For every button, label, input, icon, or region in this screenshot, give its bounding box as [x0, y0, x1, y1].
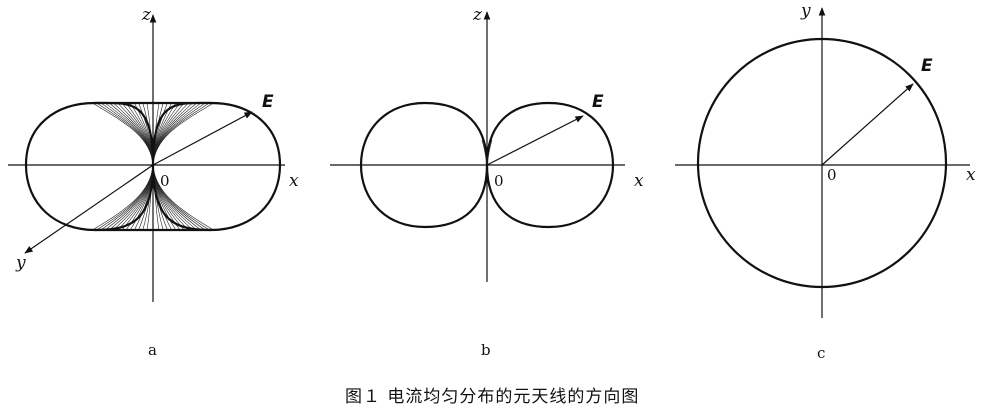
- panel-b-field-vector: [486, 115, 584, 166]
- panel-b-origin-label: 0: [494, 172, 504, 190]
- panel-c-field-vector: [821, 83, 914, 166]
- panel-b-x-label: x: [634, 171, 644, 191]
- panel-c-label: c: [817, 344, 825, 362]
- panel-b-z-label: z: [472, 5, 483, 25]
- panel-a-x-label: x: [289, 171, 299, 191]
- panel-b-label: b: [481, 341, 491, 359]
- panel-a-hatch-line: [92, 164, 154, 231]
- panel-b: z x 0 E b: [330, 5, 644, 359]
- panel-a-z-label: z: [141, 5, 152, 25]
- panel-a: z x y 0 E a: [8, 5, 299, 359]
- panel-a-hatch-line: [152, 102, 193, 166]
- panel-a-hatch-line: [152, 164, 214, 231]
- panel-a-field-label: E: [262, 92, 274, 112]
- panel-a-label: a: [148, 341, 157, 359]
- panel-c-origin-label: 0: [827, 166, 837, 184]
- panel-a-y-label: y: [15, 253, 26, 273]
- panel-c-circle: [696, 37, 948, 289]
- panel-b-left-lobe: [359, 101, 489, 229]
- panel-a-hatch-line: [152, 102, 214, 166]
- panel-a-hatch-line: [113, 102, 154, 166]
- panel-a-origin-label: 0: [160, 172, 170, 190]
- panel-c-y-label: y: [800, 1, 811, 21]
- panel-c: y x 0 E c: [675, 1, 976, 362]
- panel-a-y-axis: [24, 164, 154, 254]
- panel-b-right-lobe: [485, 101, 615, 229]
- figure-caption: 图１ 电流均匀分布的元天线的方向图: [345, 387, 639, 407]
- panel-b-field-label: E: [592, 92, 604, 112]
- panel-c-x-label: x: [966, 165, 976, 185]
- panel-a-hatch-line: [92, 102, 154, 166]
- panel-a-field-vector: [152, 111, 253, 166]
- panel-c-field-label: E: [921, 56, 933, 76]
